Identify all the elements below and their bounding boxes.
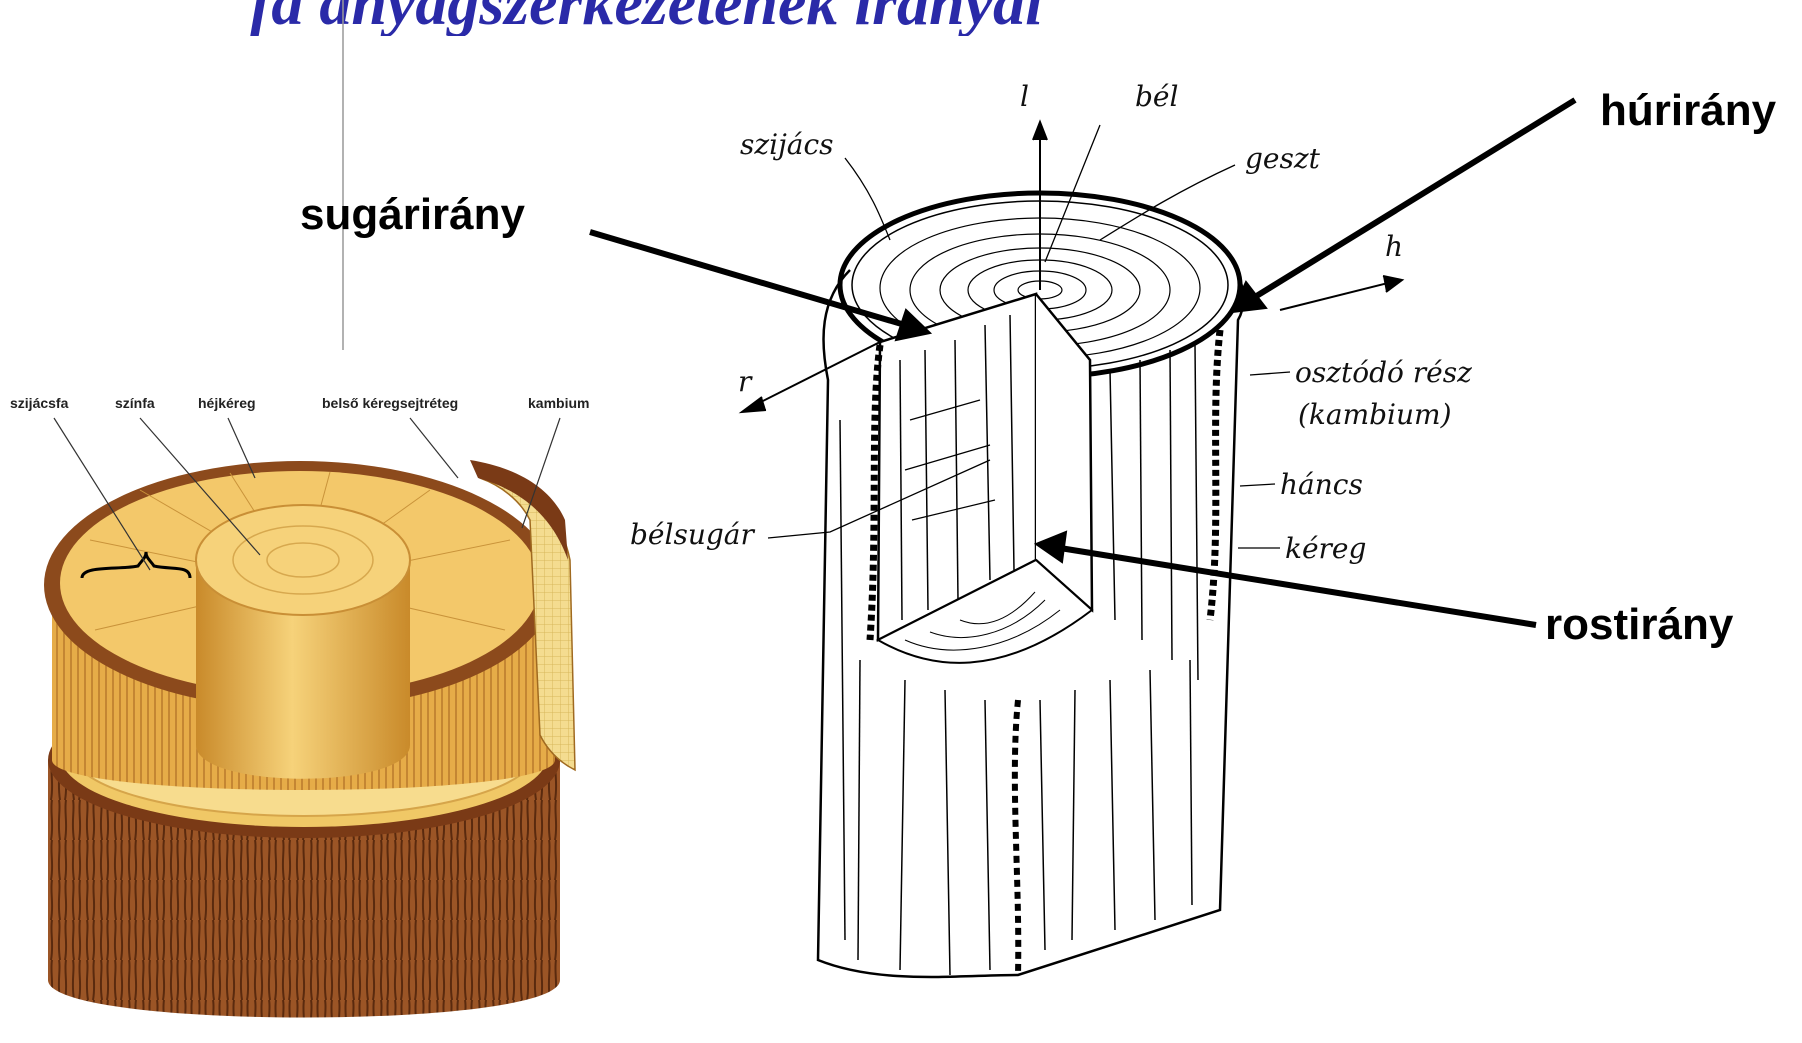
label-szijacs: szijács bbox=[740, 128, 834, 161]
label-kereg: kéreg bbox=[1285, 532, 1366, 565]
rostirany-label: rostirány bbox=[1545, 600, 1733, 650]
label-h: h bbox=[1385, 230, 1403, 263]
label-hancs: háncs bbox=[1280, 468, 1363, 501]
label-kambium-right: (kambium) bbox=[1298, 398, 1452, 431]
label-szinfa: színfa bbox=[115, 395, 155, 411]
label-belso-keregsejtreteg: belső kéregsejtréteg bbox=[322, 395, 458, 411]
label-geszt: geszt bbox=[1245, 142, 1320, 175]
label-kambium-left: kambium bbox=[528, 395, 589, 411]
sugarirany-label: sugárirány bbox=[300, 190, 525, 240]
label-bel: bél bbox=[1135, 80, 1178, 113]
h-axis bbox=[1280, 280, 1400, 310]
label-osztodo-resz: osztódó rész bbox=[1295, 356, 1472, 389]
r-axis bbox=[745, 342, 880, 410]
heartwood-top bbox=[196, 505, 410, 615]
trunk-line-drawing bbox=[818, 193, 1243, 977]
trunk-color-illustration bbox=[44, 418, 575, 1018]
hurirany-label: húrirány bbox=[1600, 86, 1776, 136]
hurirany-arrow bbox=[1250, 100, 1575, 300]
label-r: r bbox=[738, 365, 751, 398]
label-hejkereg: héjkéreg bbox=[198, 395, 256, 411]
label-l: l bbox=[1020, 80, 1029, 113]
label-belsugar: bélsugár bbox=[630, 518, 754, 551]
label-szijacsfa: szijácsfa bbox=[10, 395, 68, 411]
